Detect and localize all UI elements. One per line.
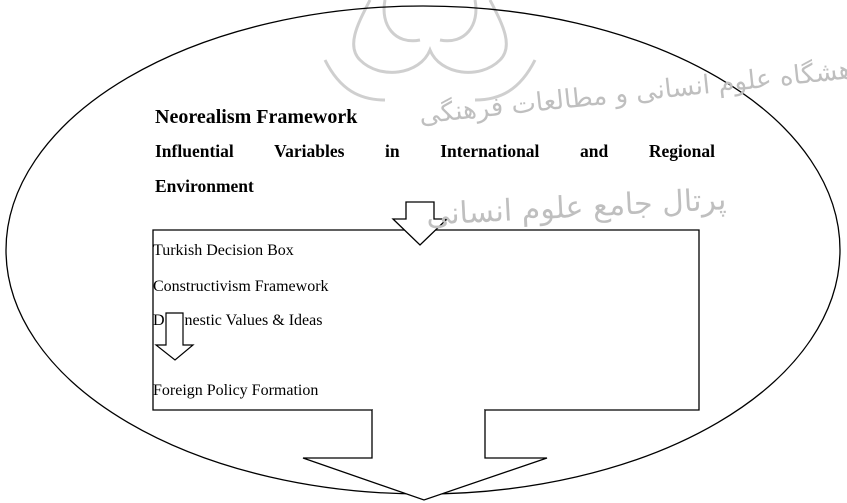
diagram-title: Neorealism Framework xyxy=(155,106,358,128)
label-domestic-values: D nestic Values & Ideas xyxy=(153,312,323,329)
bottom-arrow-shape xyxy=(302,410,548,501)
inner-down-arrow xyxy=(154,312,195,361)
decision-box xyxy=(152,229,700,411)
diagram-subtitle-line-2: Environment xyxy=(155,176,254,196)
watermark-emblem xyxy=(323,0,537,102)
top-down-arrow xyxy=(391,201,449,246)
label-turkish-decision-box: Turkish Decision Box xyxy=(153,242,294,259)
label-constructivism-framework: Constructivism Framework xyxy=(153,278,329,295)
label-foreign-policy-formation: Foreign Policy Formation xyxy=(153,382,319,399)
diagram-subtitle-line-1: Influential Variables in International a… xyxy=(155,141,715,161)
